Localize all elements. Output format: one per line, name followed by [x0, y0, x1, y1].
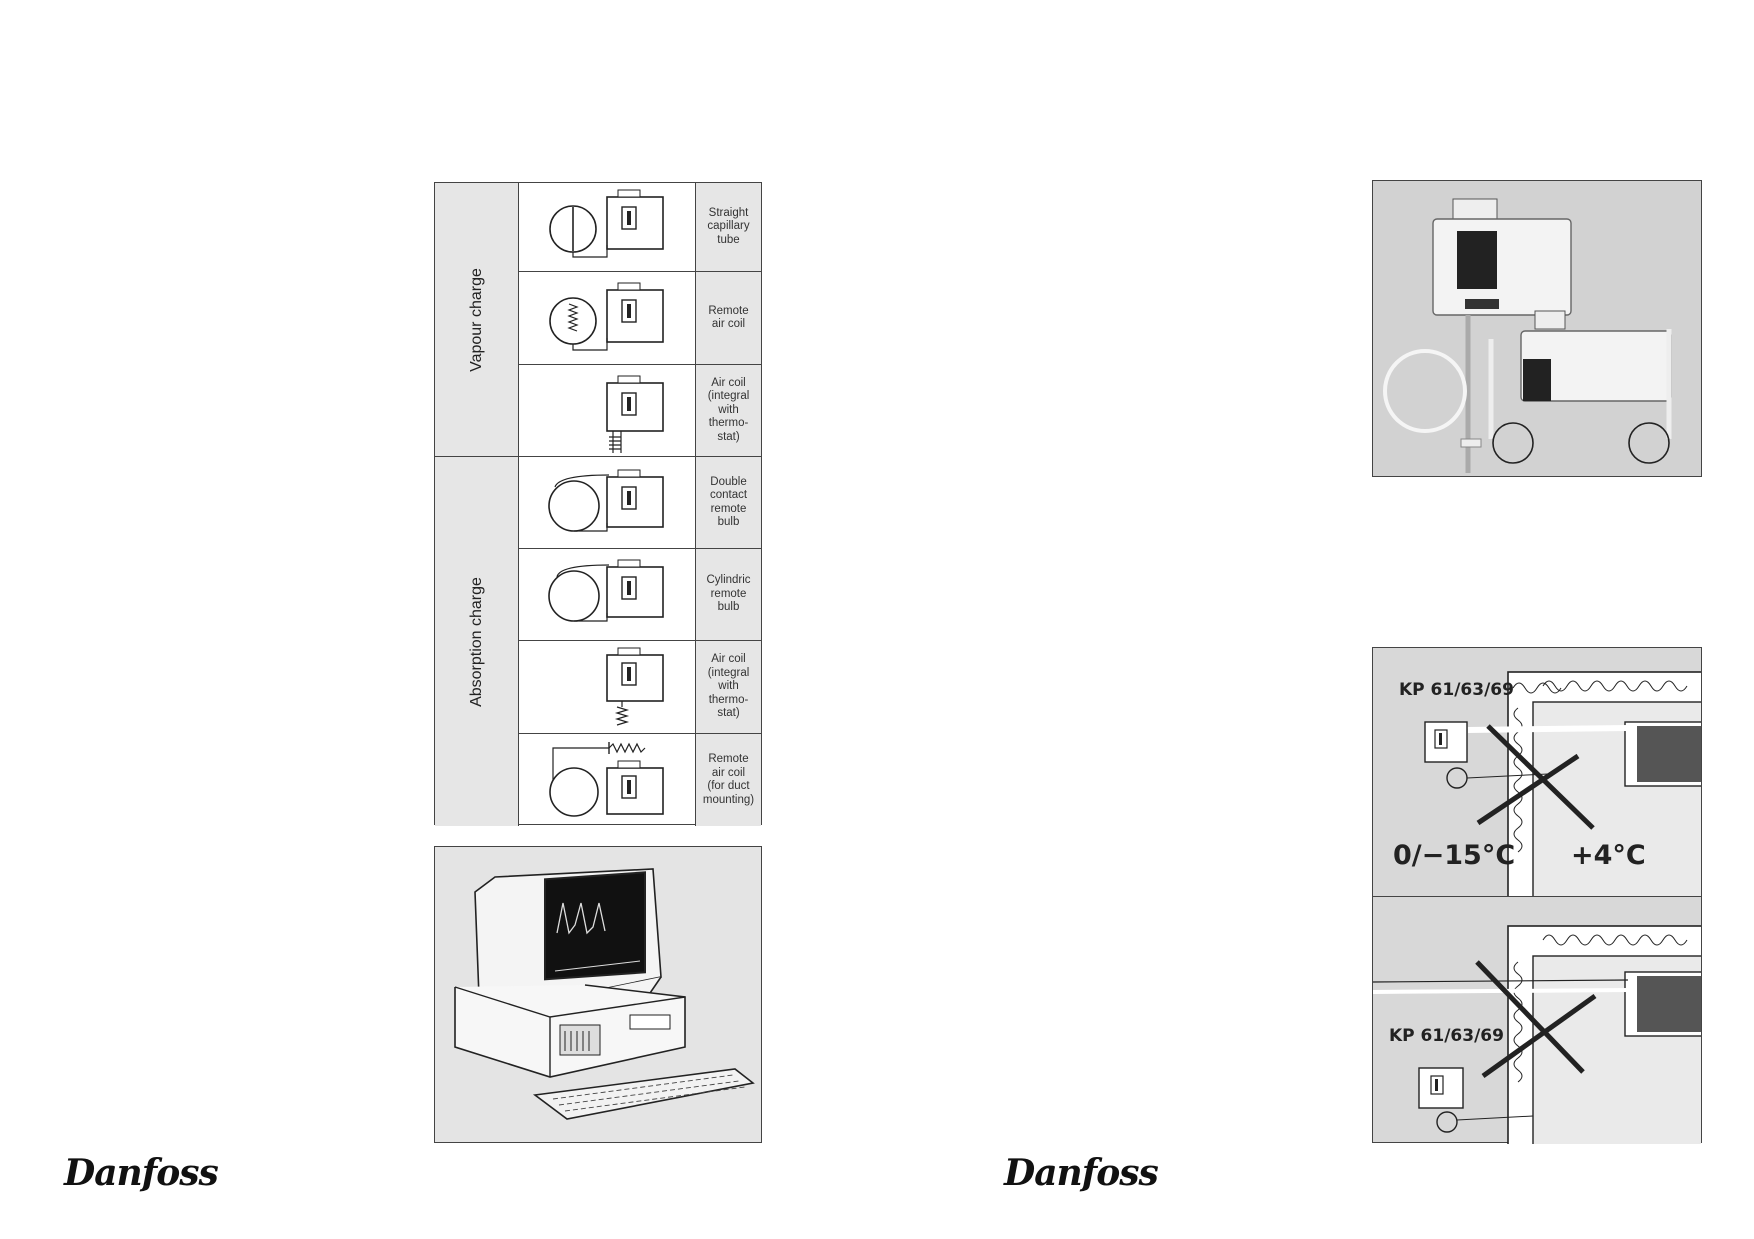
row-description: Air coil (integral with thermo- stat) [696, 365, 761, 456]
table-row: Cylindric remote bulb [519, 549, 761, 641]
danfoss-logo-right: Danfoss [1004, 1152, 1159, 1194]
row-description: Remote air coil (for duct mounting) [696, 734, 761, 826]
table-row: Double contact remote bulb [519, 457, 761, 549]
computer-illustration [434, 846, 762, 1143]
temperature-inside: +4°C [1571, 840, 1646, 871]
row-description: Double contact remote bulb [696, 457, 761, 548]
temperature-outside: 0/−15°C [1393, 840, 1516, 871]
table-row: Remote air coil (for duct mounting) [519, 734, 761, 826]
table-row: Remote air coil [519, 272, 761, 365]
installation-panel-bottom: KP 61/63/69 [1373, 896, 1701, 1144]
installation-illustration: KP 61/63/69 0/−15°C +4°C KP 61/63/69 [1372, 647, 1702, 1144]
danfoss-logo-left: Danfoss [64, 1152, 219, 1194]
table-row: Straight capillary tube [519, 183, 761, 272]
duct-air-coil-diagram [519, 734, 696, 826]
vapour-charge-label: Vapour charge [467, 267, 485, 372]
straight-capillary-diagram [519, 183, 696, 271]
table-row: Air coil (integral with thermo- stat) [519, 641, 761, 734]
integral-air-coil-diagram [519, 641, 696, 733]
kp-label-top: KP 61/63/69 [1399, 680, 1514, 700]
installation-panel-top: KP 61/63/69 0/−15°C +4°C [1373, 648, 1701, 897]
charge-type-table: Vapour charge Absorption charge Straight… [434, 182, 762, 826]
row-description: Straight capillary tube [696, 183, 761, 271]
remote-air-coil-diagram [519, 272, 696, 364]
row-description: Remote air coil [696, 272, 761, 364]
row-description: Air coil (integral with thermo- stat) [696, 641, 761, 733]
vapour-charge-group: Vapour charge [435, 183, 519, 457]
thermostat-photo [1372, 180, 1702, 477]
table-row: Air coil (integral with thermo- stat) [519, 365, 761, 457]
absorption-charge-group: Absorption charge [435, 457, 519, 826]
double-contact-bulb-diagram [519, 457, 696, 548]
kp-label-bottom: KP 61/63/69 [1389, 1026, 1504, 1046]
row-description: Cylindric remote bulb [696, 549, 761, 640]
absorption-charge-label: Absorption charge [467, 576, 485, 707]
cylindric-bulb-diagram [519, 549, 696, 640]
integral-air-coil-diagram [519, 365, 696, 456]
